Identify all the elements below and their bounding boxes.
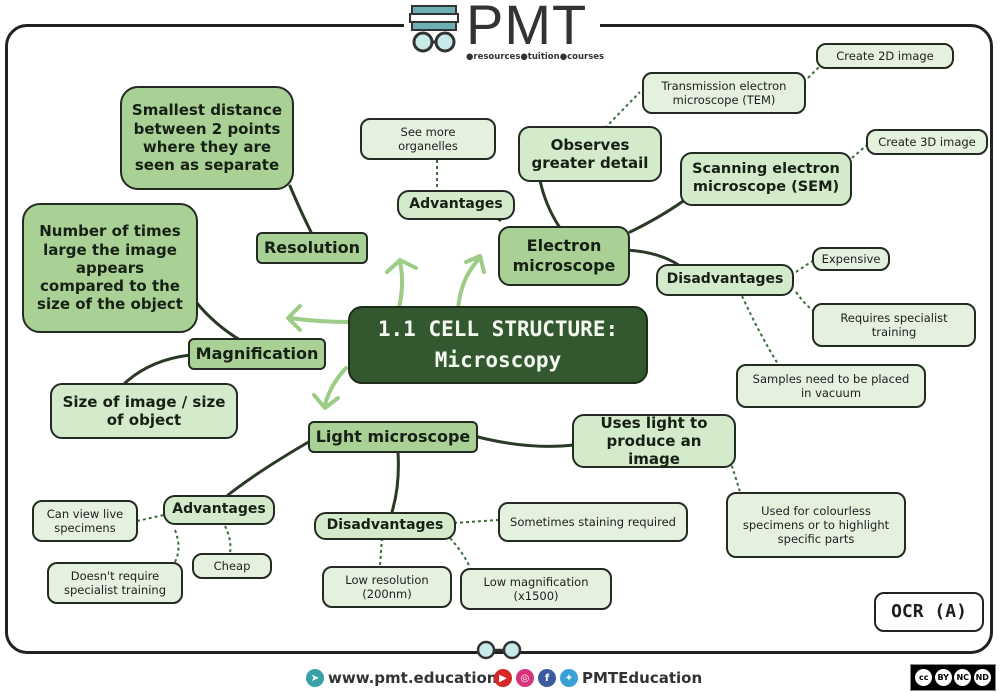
light-disadvantage-magnification: Low magnification (x1500) <box>460 568 612 610</box>
link-resolution-def <box>288 184 314 236</box>
dna-uses-note <box>727 453 741 493</box>
sem-node: Scanning electron microscope (SEM) <box>680 152 852 206</box>
dna-disadv-lowres <box>379 537 383 567</box>
dna-adv-doesnt <box>174 529 180 563</box>
tem-note: Create 2D image <box>816 43 954 69</box>
dna-disadv-stain <box>453 519 499 524</box>
logo-title: PMT <box>466 0 588 56</box>
light-advantage-no-training: Doesn't require specialist training <box>47 562 183 604</box>
central-topic: 1.1 CELL STRUCTURE: Microscopy <box>348 306 648 384</box>
link-electron-detail <box>538 178 562 230</box>
arrow-left <box>286 304 352 332</box>
creative-commons-badge: cc BY NC ND <box>910 664 996 691</box>
facebook-icon[interactable]: f <box>538 669 556 687</box>
central-subtitle: Microscopy <box>434 348 562 372</box>
electron-microscope-node: Electron microscope <box>498 226 630 286</box>
arrow-up-right <box>456 254 486 312</box>
light-disadvantage-staining: Sometimes staining required <box>498 502 688 542</box>
resolution-definition: Smallest distance between 2 points where… <box>120 86 294 190</box>
twitter-icon[interactable]: ✦ <box>560 669 578 687</box>
arrow-up-left <box>385 258 418 314</box>
nc-icon: NC <box>954 669 972 686</box>
dna-detail-tem <box>604 91 641 129</box>
arrow-down <box>312 366 348 410</box>
light-advantages-node: Advantages <box>163 495 275 525</box>
electron-disadvantage-training: Requires specialist training <box>812 303 976 347</box>
magnification-node: Magnification <box>188 338 326 370</box>
pmt-books-glasses-icon <box>409 5 459 53</box>
central-title: 1.1 CELL STRUCTURE: <box>377 316 619 341</box>
light-disadvantage-resolution: Low resolution (200nm) <box>322 566 452 608</box>
sem-note: Create 3D image <box>866 129 988 155</box>
light-disadvantages-node: Disadvantages <box>314 512 456 540</box>
resolution-node: Resolution <box>256 232 368 264</box>
light-microscope-node: Light microscope <box>308 421 478 453</box>
light-advantage-cheap: Cheap <box>192 553 272 579</box>
link-electron-disadv <box>624 248 682 268</box>
glasses-icon <box>476 640 522 660</box>
footer-social: ▶ ◎ f ✦ PMTEducation <box>494 667 702 689</box>
link-light-advantages <box>226 438 314 497</box>
nd-icon: ND <box>973 669 991 686</box>
light-uses-node: Uses light to produce an image <box>572 414 736 468</box>
link-light-disadv <box>390 450 400 514</box>
light-advantage-live: Can view live specimens <box>32 500 138 542</box>
electron-advantage-organelles: See more organelles <box>360 118 496 160</box>
footer-website[interactable]: ➤ www.pmt.education <box>306 667 497 689</box>
cursor-icon: ➤ <box>306 669 324 687</box>
exam-board-badge: OCR (A) <box>874 592 984 632</box>
electron-disadvantages-node: Disadvantages <box>656 264 794 296</box>
light-uses-note: Used for colourless specimens or to high… <box>726 492 906 558</box>
by-icon: BY <box>934 669 952 686</box>
magnification-definition: Number of times large the image appears … <box>22 203 198 333</box>
logo-subtitle: ●resources●tuition●courses <box>466 52 605 62</box>
tem-node: Transmission electron microscope (TEM) <box>642 72 806 114</box>
dna-disadv-vac <box>741 295 779 365</box>
dna-disadv-lowmag <box>449 537 471 569</box>
link-magnification-def <box>194 300 242 342</box>
dna-adv-live <box>136 514 165 522</box>
link-electron-sem <box>628 194 692 234</box>
dna-disadv-exp <box>795 259 815 273</box>
dna-adv-cheap <box>224 525 232 554</box>
social-handle: PMTEducation <box>582 669 703 687</box>
magnification-formula: Size of image / size of object <box>50 383 238 439</box>
electron-disadvantage-vacuum: Samples need to be placed in vacuum <box>736 364 926 408</box>
electron-detail-node: Observes greater detail <box>518 126 662 182</box>
link-light-uses <box>476 435 576 448</box>
link-magnification-formula <box>123 353 192 385</box>
youtube-icon[interactable]: ▶ <box>494 669 512 687</box>
electron-disadvantage-expensive: Expensive <box>812 247 890 271</box>
cc-icon: cc <box>915 669 933 686</box>
electron-advantages-node: Advantages <box>397 190 515 220</box>
website-link[interactable]: www.pmt.education <box>328 669 498 687</box>
pmt-logo: PMT ●resources●tuition●courses <box>404 0 604 66</box>
instagram-icon[interactable]: ◎ <box>516 669 534 687</box>
